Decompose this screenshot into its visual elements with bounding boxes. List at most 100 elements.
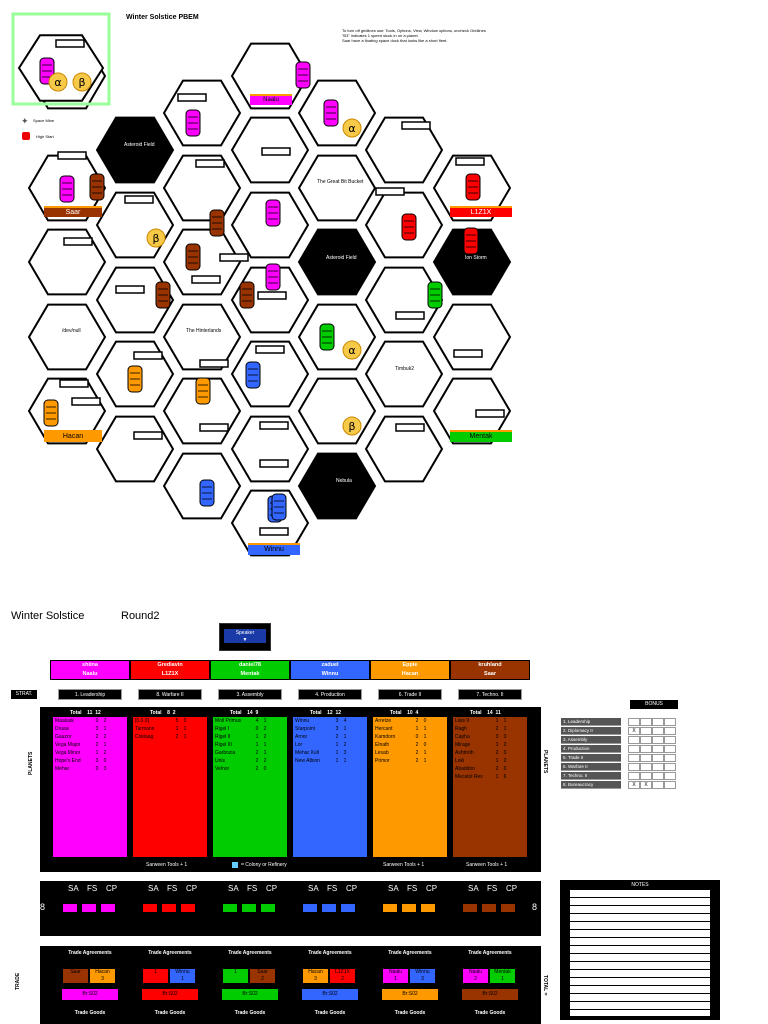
bonus-cell[interactable]: X (628, 727, 640, 735)
strategy-card[interactable]: 1. Leadership (58, 689, 122, 700)
trade-goods-count[interactable]: Br:S02 (302, 989, 358, 1000)
sfc-counter[interactable] (420, 903, 436, 913)
hex-system[interactable] (432, 303, 512, 371)
bonus-cell[interactable] (628, 754, 640, 762)
bonus-cell[interactable] (640, 763, 652, 771)
bonus-cell[interactable] (664, 727, 676, 735)
sfc-counter[interactable] (321, 903, 337, 913)
sfc-counter[interactable] (62, 903, 78, 913)
hex-system[interactable] (27, 228, 107, 296)
bonus-cell[interactable] (652, 781, 664, 789)
strategy-card[interactable]: 3. Assembly (218, 689, 282, 700)
bonus-cell[interactable] (652, 745, 664, 753)
hex-system[interactable] (432, 228, 512, 296)
hex-system[interactable] (162, 79, 242, 147)
trade-goods-count[interactable]: Br:S02 (382, 989, 438, 1000)
trade-goods-count[interactable]: Br:S02 (462, 989, 518, 1000)
bonus-cell[interactable] (652, 763, 664, 771)
bonus-cell[interactable] (664, 763, 676, 771)
bonus-cell[interactable] (664, 754, 676, 762)
unit-bar[interactable] (259, 421, 289, 430)
bonus-cell[interactable] (628, 736, 640, 744)
unit-bar[interactable] (71, 397, 101, 406)
unit-bar[interactable] (401, 121, 431, 130)
bonus-cell[interactable] (664, 718, 676, 726)
unit-bar[interactable] (453, 349, 483, 358)
trade-goods-count[interactable]: Br:S02 (142, 989, 198, 1000)
unit-bar[interactable] (261, 147, 291, 156)
bonus-cell[interactable] (652, 754, 664, 762)
hex-system[interactable] (230, 340, 310, 408)
unit-bar[interactable] (257, 291, 287, 300)
unit-bar[interactable] (63, 237, 93, 246)
hex-system[interactable] (230, 415, 310, 483)
unit-bar[interactable] (59, 379, 89, 388)
sfc-counter[interactable] (142, 903, 158, 913)
bonus-cell[interactable] (652, 727, 664, 735)
bonus-cell[interactable]: X (628, 781, 640, 789)
hex-system[interactable] (297, 303, 377, 371)
hex-system[interactable] (95, 266, 175, 334)
sfc-counter[interactable] (161, 903, 177, 913)
unit-bar[interactable] (259, 459, 289, 468)
unit-bar[interactable] (475, 409, 505, 418)
bonus-cell[interactable] (628, 718, 640, 726)
hex-system[interactable] (364, 340, 444, 408)
unit-bar[interactable] (124, 195, 154, 204)
unit-bar[interactable] (395, 311, 425, 320)
hex-system[interactable] (162, 303, 242, 371)
hex-system[interactable] (230, 489, 310, 557)
speaker-token[interactable]: Speaker ▼ (219, 623, 271, 651)
hex-system[interactable] (162, 228, 242, 296)
sfc-counter[interactable] (180, 903, 196, 913)
bonus-cell[interactable] (652, 736, 664, 744)
sfc-counter[interactable] (81, 903, 97, 913)
trade-agreement[interactable]: Saar (62, 968, 89, 984)
unit-bar[interactable] (455, 157, 485, 166)
unit-bar[interactable] (395, 423, 425, 432)
trade-goods-count[interactable]: Br:S02 (62, 989, 118, 1000)
sfc-counter[interactable] (340, 903, 356, 913)
unit-bar[interactable] (375, 187, 405, 196)
hex-system[interactable] (27, 377, 107, 445)
hex-system[interactable] (95, 116, 175, 184)
bonus-cell[interactable] (628, 772, 640, 780)
hex-system[interactable] (297, 154, 377, 222)
unit-bar[interactable] (195, 159, 225, 168)
trade-goods-count[interactable]: Br:S02 (222, 989, 278, 1000)
trade-agreement[interactable]: 1 (222, 968, 249, 984)
sfc-counter[interactable] (241, 903, 257, 913)
bonus-cell[interactable] (640, 736, 652, 744)
sfc-counter[interactable] (481, 903, 497, 913)
unit-bar[interactable] (255, 345, 285, 354)
strategy-card[interactable]: 7. Techno. II (458, 689, 522, 700)
hex-system[interactable] (27, 303, 107, 371)
unit-bar[interactable] (115, 285, 145, 294)
